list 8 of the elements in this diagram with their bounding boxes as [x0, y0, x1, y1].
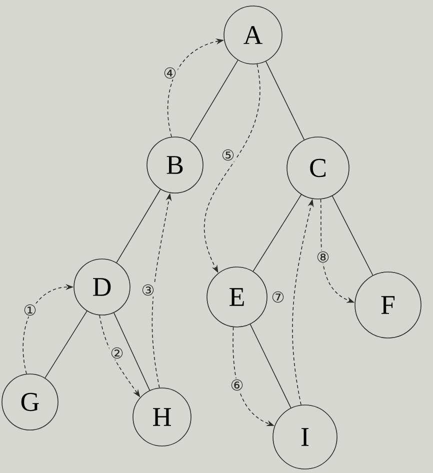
line [114, 312, 150, 391]
line [332, 196, 374, 276]
line [252, 194, 302, 272]
line [266, 61, 305, 140]
line [116, 188, 161, 264]
line [189, 60, 238, 142]
line [44, 310, 88, 378]
line [250, 324, 292, 408]
